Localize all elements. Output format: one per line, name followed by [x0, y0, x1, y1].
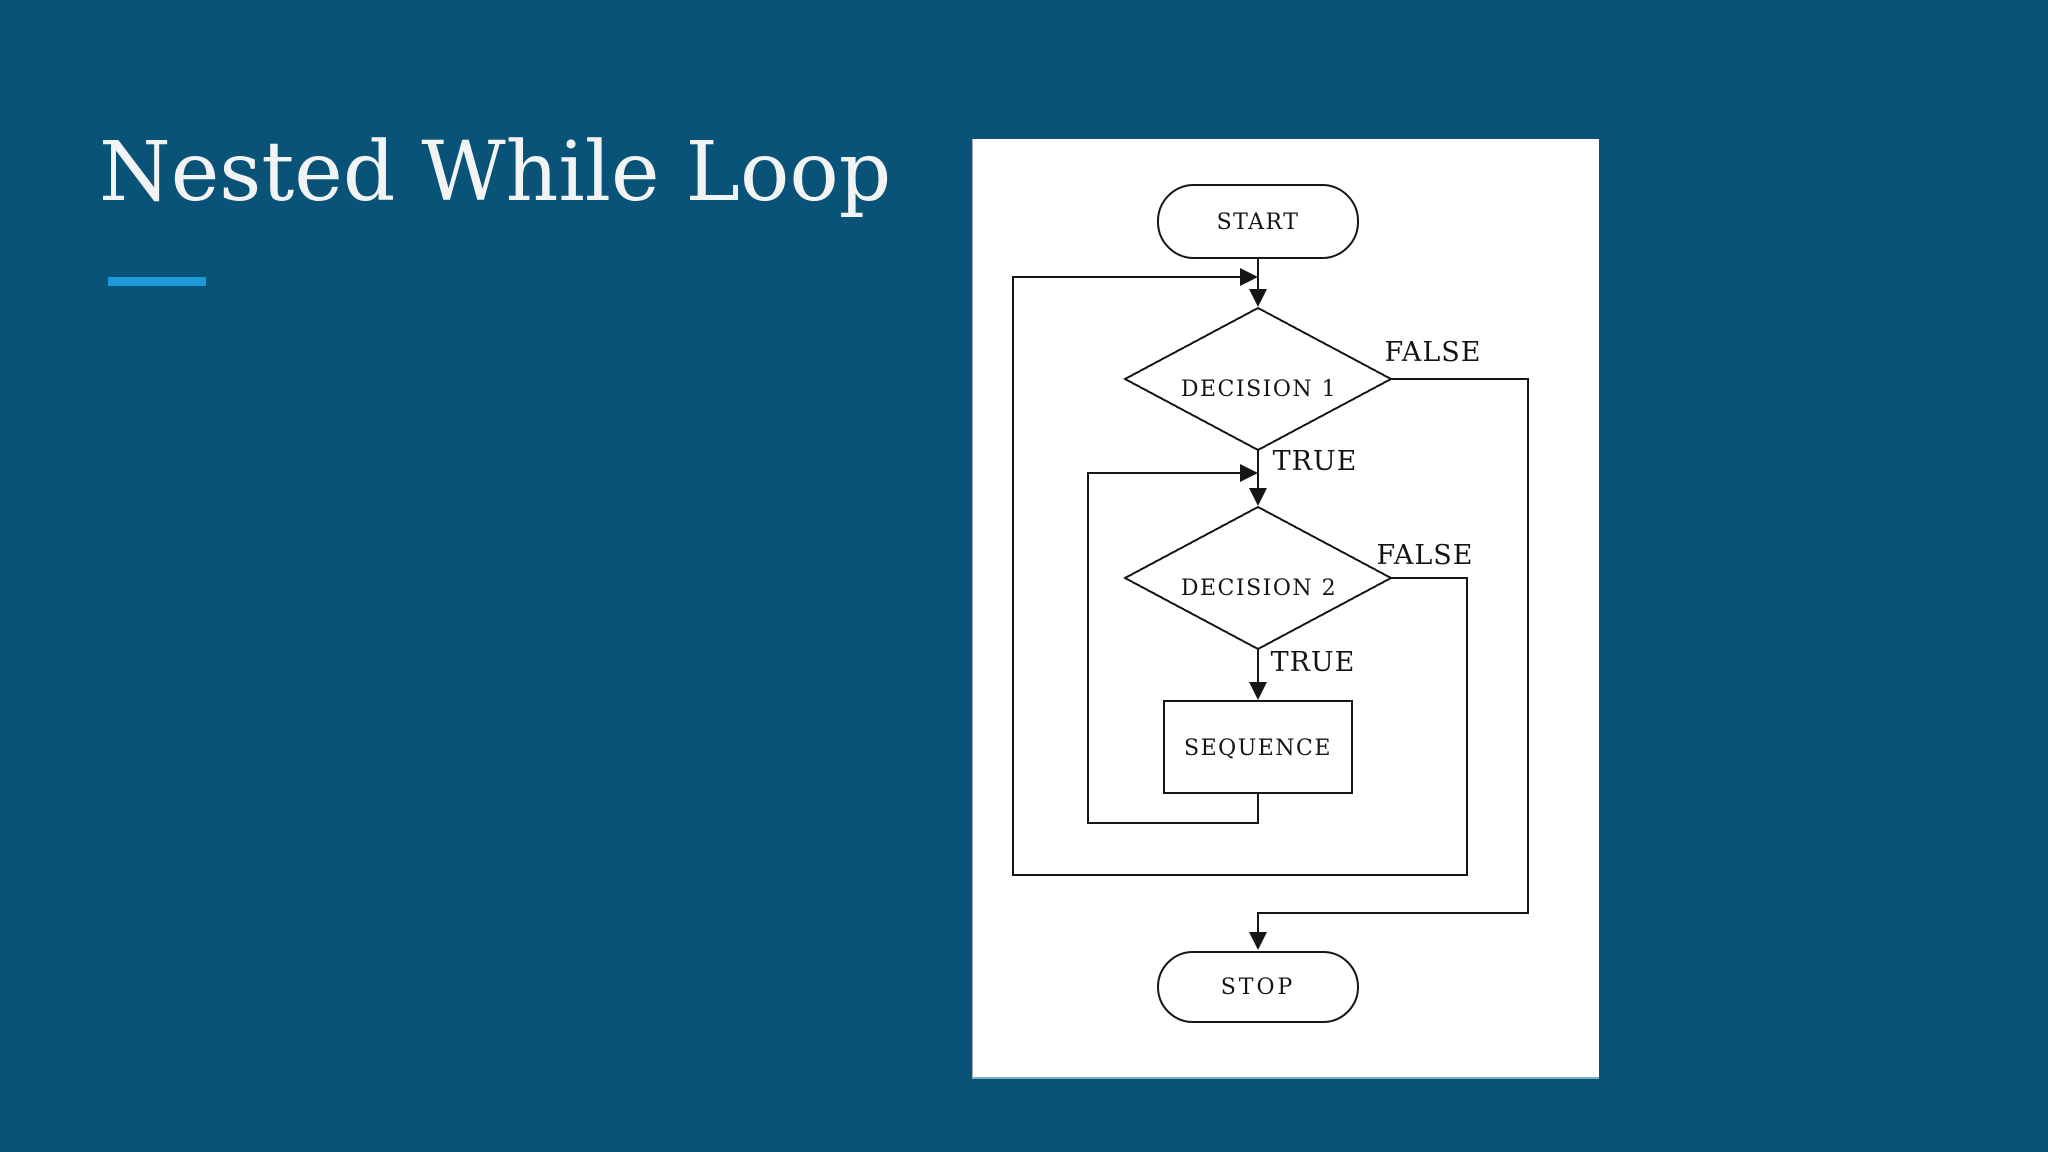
arrowhead-outer-loop-junction [1240, 268, 1258, 286]
sequence-node-label: SEQUENCE [1184, 736, 1332, 761]
decision2-node-label: DECISION 2 [1181, 576, 1337, 601]
arrowhead-into-stop [1249, 932, 1267, 950]
decision1-true-label: TRUE [1273, 446, 1358, 477]
arrowhead-into-sequence [1249, 682, 1267, 700]
start-node-label: START [1217, 210, 1300, 235]
flowchart-image: START DECISION 1 DECISION 2 SEQUENCE STO… [972, 139, 1599, 1077]
start-node [1157, 184, 1359, 259]
decision2-node [1122, 505, 1394, 651]
decision2-false-label: FALSE [1376, 540, 1473, 571]
slide-title: Nested While Loop [99, 125, 892, 220]
edge-decision1-false-to-stop [1257, 378, 1529, 948]
decision1-node-label: DECISION 1 [1181, 377, 1337, 402]
flowchart-svg: START DECISION 1 DECISION 2 SEQUENCE STO… [1012, 184, 1529, 1023]
edge-sequence-return [1087, 472, 1259, 824]
arrowhead-into-decision2 [1249, 488, 1267, 506]
sequence-node [1163, 700, 1353, 794]
title-accent-bar [108, 277, 206, 286]
arrowhead-inner-loop-junction [1240, 464, 1258, 482]
stop-node [1157, 951, 1359, 1023]
arrowhead-into-decision1 [1249, 289, 1267, 307]
stop-node-label: STOP [1221, 975, 1296, 1000]
decision1-node [1122, 306, 1394, 452]
decision2-true-label: TRUE [1271, 647, 1356, 678]
edge-decision2-false-return [1012, 276, 1468, 876]
decision1-false-label: FALSE [1384, 337, 1481, 368]
